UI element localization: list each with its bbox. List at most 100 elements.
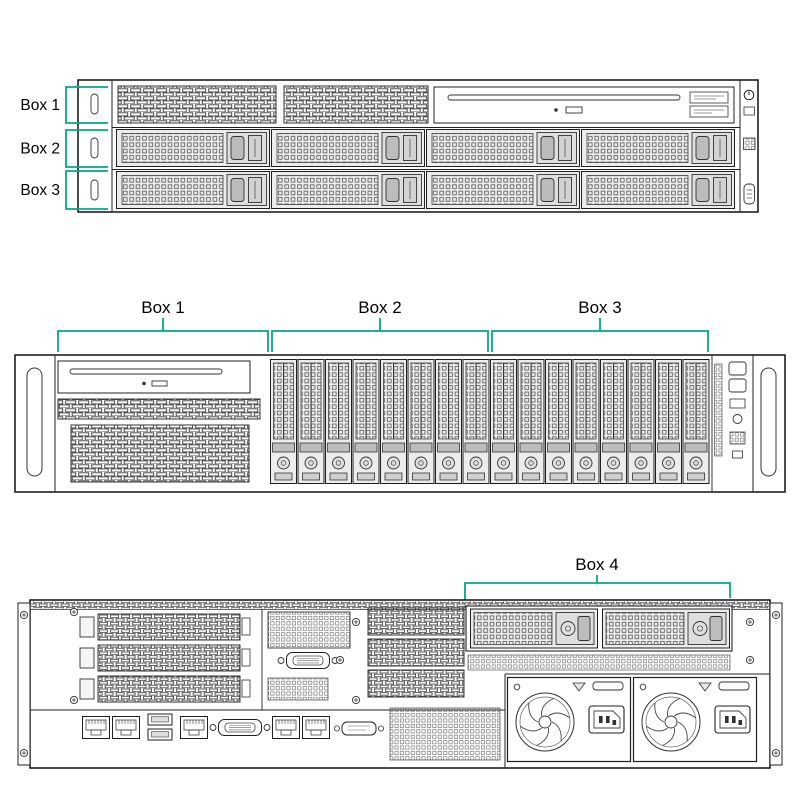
pcie-slots-primary (79, 613, 251, 703)
pcie-slot-cover (97, 613, 241, 641)
lff-drive-bay (581, 129, 735, 167)
nic-port-4 (302, 716, 330, 739)
callout-bracket-box2 (271, 318, 489, 352)
sff-drive-bay (325, 359, 352, 484)
nic-port-2 (112, 716, 140, 739)
screw-icon (771, 610, 781, 620)
power-supply-1 (506, 676, 632, 763)
callout-bracket-box1 (65, 86, 108, 124)
status-led-grid-icon (729, 431, 746, 445)
front-vent-grid (283, 85, 429, 124)
sff-drive-bay (627, 359, 655, 484)
serial-port (333, 721, 384, 736)
screw-icon (745, 655, 755, 665)
front-vent-grid (57, 398, 261, 420)
pcie-slot-cover-secondary (367, 669, 465, 698)
screw-icon (19, 610, 29, 620)
usb-port-icon (732, 450, 743, 459)
rear-vent-grid (267, 677, 329, 701)
callout-label-box3: Box 3 (578, 298, 621, 317)
lff-drive-bay (116, 171, 270, 209)
pcie-slot-cover-secondary (367, 607, 465, 636)
pcie-slot-cover-secondary (367, 638, 465, 667)
top-rail-vents (31, 601, 769, 609)
pcie-slot-cover (97, 675, 241, 703)
uid-button-icon (728, 378, 747, 393)
bezel-slot (90, 137, 99, 159)
lff-drive-bay (271, 171, 425, 209)
sff-drive-bay (572, 359, 600, 484)
front-view-lff: Box 1 Box 2 Box 3 (20, 79, 759, 213)
bezel-slot (90, 93, 99, 115)
power-button-icon (728, 361, 747, 376)
power-button-icon (743, 89, 755, 101)
lff-drive-bay (116, 129, 270, 167)
screw-icon (745, 617, 755, 627)
power-supply-2 (632, 676, 758, 763)
callout-bracket-box1 (57, 318, 269, 352)
rear-drive-cage (465, 605, 733, 652)
sff-drive-bay (297, 359, 325, 484)
screw-icon (19, 748, 29, 758)
pcie-slot-cover (97, 644, 241, 672)
front-control-panel (743, 89, 756, 205)
usb-ports (147, 713, 173, 741)
front-vent-grid (117, 85, 277, 124)
screw-icon (351, 695, 361, 705)
ilo-management-port (180, 716, 208, 739)
sff-drive-bay (655, 359, 682, 484)
lff-callouts: Box 1 Box 2 Box 3 (20, 86, 108, 210)
usb-port-icon (743, 183, 755, 205)
front-vent-grid (70, 424, 250, 483)
callout-label-box1: Box 1 (141, 298, 184, 317)
rack-flange (17, 602, 31, 766)
sff-drive-bay (380, 359, 407, 484)
bezel-slot (90, 179, 99, 201)
screw-icon (351, 617, 361, 627)
sff-drive-bay (407, 359, 435, 484)
callout-label-box1: Box 1 (20, 97, 60, 114)
rear-drive-bay (602, 608, 730, 649)
sff-drive-bay (435, 359, 462, 484)
rear-drive-bay (470, 608, 598, 649)
callout-label-box4: Box 4 (575, 555, 618, 574)
front-view-sff: Box 1 Box 2 Box 3 (14, 298, 786, 493)
lff-drive-bay (581, 171, 735, 209)
sff-drive-bay (270, 359, 297, 484)
sff-drive-bay (462, 359, 490, 484)
sff-drive-bay (517, 359, 545, 484)
sff-drive-bay (490, 359, 517, 484)
rack-flange (769, 602, 783, 766)
lff-drive-bay (426, 171, 580, 209)
nic-port-1 (82, 716, 110, 739)
callout-label-box2: Box 2 (358, 298, 401, 317)
screw-icon (335, 655, 345, 665)
callout-bracket-box3 (491, 318, 709, 352)
sff-drive-bay (352, 359, 380, 484)
callout-label-box2: Box 2 (20, 141, 60, 158)
rear-vent-grid (389, 707, 501, 761)
callout-label-box3: Box 3 (20, 182, 60, 199)
sff-drive-bay (545, 359, 572, 484)
optical-drive-bay (433, 86, 735, 124)
lff-drive-bay (426, 129, 580, 167)
rack-ear-handle (760, 367, 777, 477)
sff-callouts: Box 1 Box 2 Box 3 (57, 298, 709, 352)
rear-view: Box 4 (17, 555, 783, 769)
rack-ear-handle (26, 367, 43, 477)
health-led-column (714, 363, 723, 457)
screw-icon (771, 748, 781, 758)
status-led-icon (732, 414, 743, 424)
display-port-icon (729, 398, 746, 409)
sff-drive-bay (600, 359, 627, 484)
rear-callouts: Box 4 (464, 555, 731, 640)
sff-drive-bay (682, 359, 710, 484)
optical-drive-bay (57, 360, 251, 394)
status-led-grid-icon (743, 137, 756, 150)
rear-vent-strip (467, 654, 731, 671)
callout-bracket-box2 (65, 129, 108, 168)
screw-icon (69, 607, 79, 617)
nic-port-3 (272, 716, 300, 739)
